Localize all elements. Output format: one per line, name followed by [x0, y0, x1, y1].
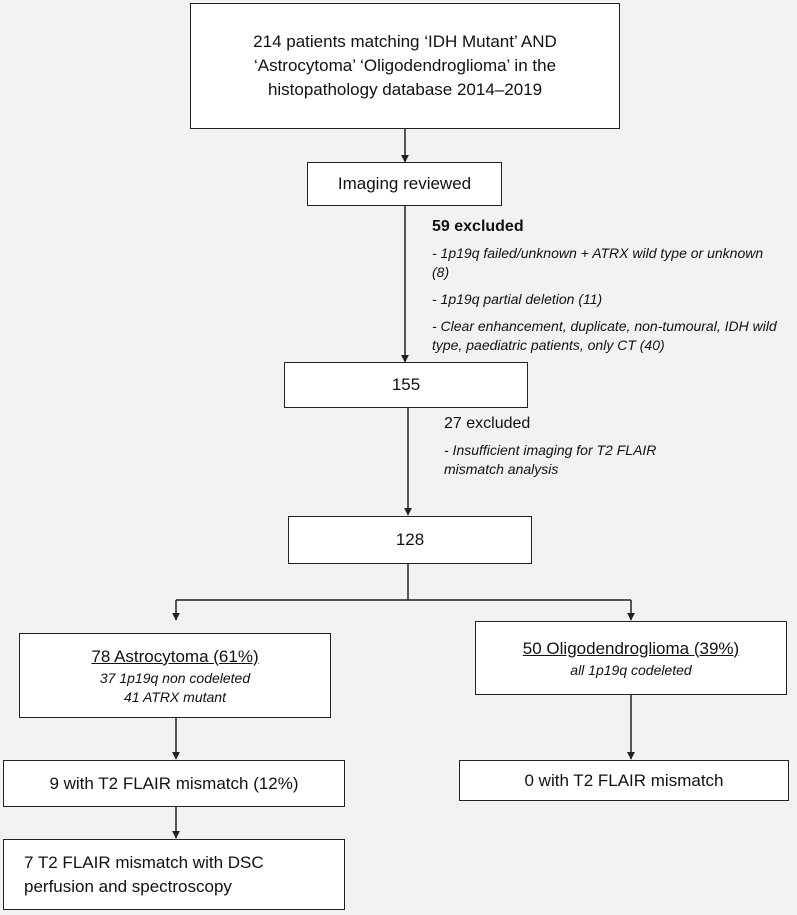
oligodendroglioma-detail: all 1p19q codeleted [570, 661, 692, 678]
exclusion-item: - 1p19q failed/unknown + ATRX wild type … [432, 245, 764, 280]
astro-mismatch-text: 9 with T2 FLAIR mismatch (12%) [49, 773, 299, 793]
source-patients-text: 214 patients matching ‘IDH Mutant’ AND ‘… [253, 32, 557, 99]
exclusion-heading-27: 27 excluded [444, 415, 531, 432]
astrocytoma-title: 78 Astrocytoma (61%) [91, 646, 259, 666]
count-155-text: 155 [391, 375, 421, 394]
box-oligodendroglioma: 50 Oligodendroglioma (39%) all 1p19q cod… [475, 621, 787, 695]
astrocytoma-detail: 41 ATRX mutant [124, 688, 226, 705]
oligo-mismatch-text: 0 with T2 FLAIR mismatch [524, 770, 724, 790]
imaging-reviewed-text: Imaging reviewed [337, 174, 472, 193]
exclusion-note-59: 59 excluded - 1p19q failed/unknown + ATR… [432, 218, 782, 363]
astrocytoma-detail: 37 1p19q non codeleted [99, 669, 251, 686]
box-oligo-mismatch: 0 with T2 FLAIR mismatch [459, 760, 789, 801]
box-astro-mismatch: 9 with T2 FLAIR mismatch (12%) [3, 760, 345, 807]
exclusion-item: - Insufficient imaging for T2 FLAIR mism… [444, 442, 657, 477]
exclusion-heading-59: 59 excluded [432, 218, 524, 235]
box-source-patients: 214 patients matching ‘IDH Mutant’ AND ‘… [190, 3, 620, 129]
exclusion-item: - Clear enhancement, duplicate, non-tumo… [432, 318, 777, 353]
box-astrocytoma: 78 Astrocytoma (61%) 37 1p19q non codele… [19, 633, 331, 718]
box-128: 128 [288, 516, 532, 564]
count-128-text: 128 [395, 530, 425, 549]
dsc-spectroscopy-text: 7 T2 FLAIR mismatch with DSC perfusion a… [24, 852, 264, 896]
box-imaging-reviewed: Imaging reviewed [307, 162, 502, 206]
box-dsc-spectroscopy: 7 T2 FLAIR mismatch with DSC perfusion a… [3, 839, 345, 910]
exclusion-item: - 1p19q partial deletion (11) [432, 291, 603, 307]
exclusion-note-27: 27 excluded - Insufficient imaging for T… [444, 415, 744, 487]
oligodendroglioma-title: 50 Oligodendroglioma (39%) [522, 638, 740, 658]
box-155: 155 [284, 362, 528, 408]
